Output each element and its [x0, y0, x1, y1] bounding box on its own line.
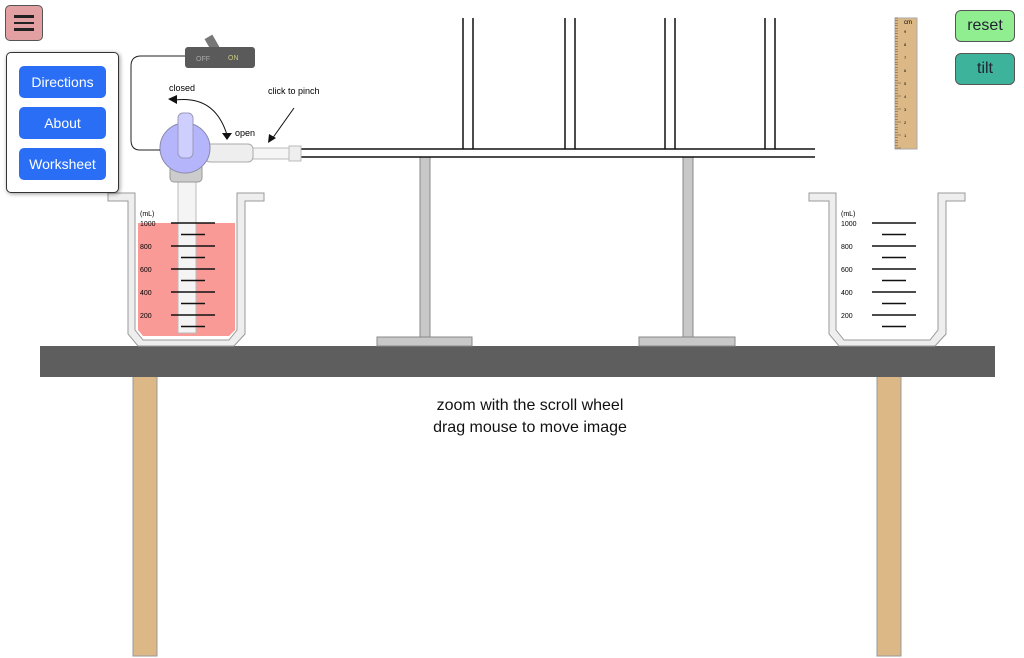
power-switch[interactable]: OFF ON: [185, 34, 255, 68]
unit-label: (mL): [140, 211, 154, 218]
ruler-label: 9: [904, 29, 907, 34]
worksheet-button[interactable]: Worksheet: [19, 148, 106, 180]
ruler[interactable]: cm 9 8 7 6 5 4 3 2 1: [894, 17, 918, 150]
graduation-label: 1000: [140, 221, 156, 228]
graduation-label: 400: [140, 290, 152, 297]
ruler-label: 3: [904, 107, 907, 112]
ruler-label: 1: [904, 133, 907, 138]
pump-outlet: [204, 143, 254, 163]
valve-arrow: [174, 98, 228, 136]
ruler-label: 5: [904, 81, 907, 86]
graduation-label: 600: [140, 267, 152, 274]
pump-valve-handle[interactable]: [177, 112, 194, 159]
ruler-label: 4: [904, 94, 907, 99]
about-button[interactable]: About: [19, 107, 106, 139]
svg-text:OFF: OFF: [196, 56, 210, 63]
menu-panel: Directions About Worksheet: [6, 52, 119, 193]
graduation-label: 400: [841, 290, 853, 297]
hamburger-menu-button[interactable]: [5, 5, 43, 41]
tube-connector: [288, 145, 302, 162]
graduation-label: 800: [140, 244, 152, 251]
stand-right[interactable]: [638, 156, 736, 347]
directions-button[interactable]: Directions: [19, 66, 106, 98]
beaker-left-graduations: (mL) 1000 800 600 400 200: [140, 211, 215, 328]
tilt-button[interactable]: tilt: [955, 53, 1015, 85]
graduation-label: 600: [841, 267, 853, 274]
pinch-label: click to pinch: [268, 86, 320, 96]
ruler-label: 8: [904, 42, 907, 47]
unit-label: (mL): [841, 211, 855, 218]
pinch-arrow: [271, 107, 295, 140]
svg-text:cm: cm: [904, 20, 912, 26]
svg-text:ON: ON: [228, 55, 239, 62]
pinch-tube[interactable]: [249, 147, 291, 160]
stand-left[interactable]: [376, 156, 473, 347]
instruction-zoom: zoom with the scroll wheel: [436, 397, 624, 414]
instruction-drag: drag mouse to move image: [433, 419, 627, 436]
graduation-label: 1000: [841, 221, 857, 228]
table-leg-right: [876, 375, 902, 657]
closed-label: closed: [169, 83, 195, 93]
graduation-label: 200: [140, 313, 152, 320]
graduation-label: 800: [841, 244, 853, 251]
pump-intake-tube: [177, 167, 197, 334]
ruler-label: 2: [904, 120, 907, 125]
reset-button[interactable]: reset: [955, 10, 1015, 42]
beaker-right-graduations: (mL) 1000 800 600 400 200: [841, 211, 916, 328]
ruler-label: 7: [904, 55, 907, 60]
open-label: open: [235, 128, 255, 138]
graduation-label: 200: [841, 313, 853, 320]
table-top: [40, 346, 995, 377]
table-leg-left: [132, 375, 158, 657]
tube-manifold: [300, 18, 815, 158]
ruler-label: 6: [904, 68, 907, 73]
beaker-right[interactable]: [808, 192, 966, 347]
power-cord: [130, 55, 185, 151]
